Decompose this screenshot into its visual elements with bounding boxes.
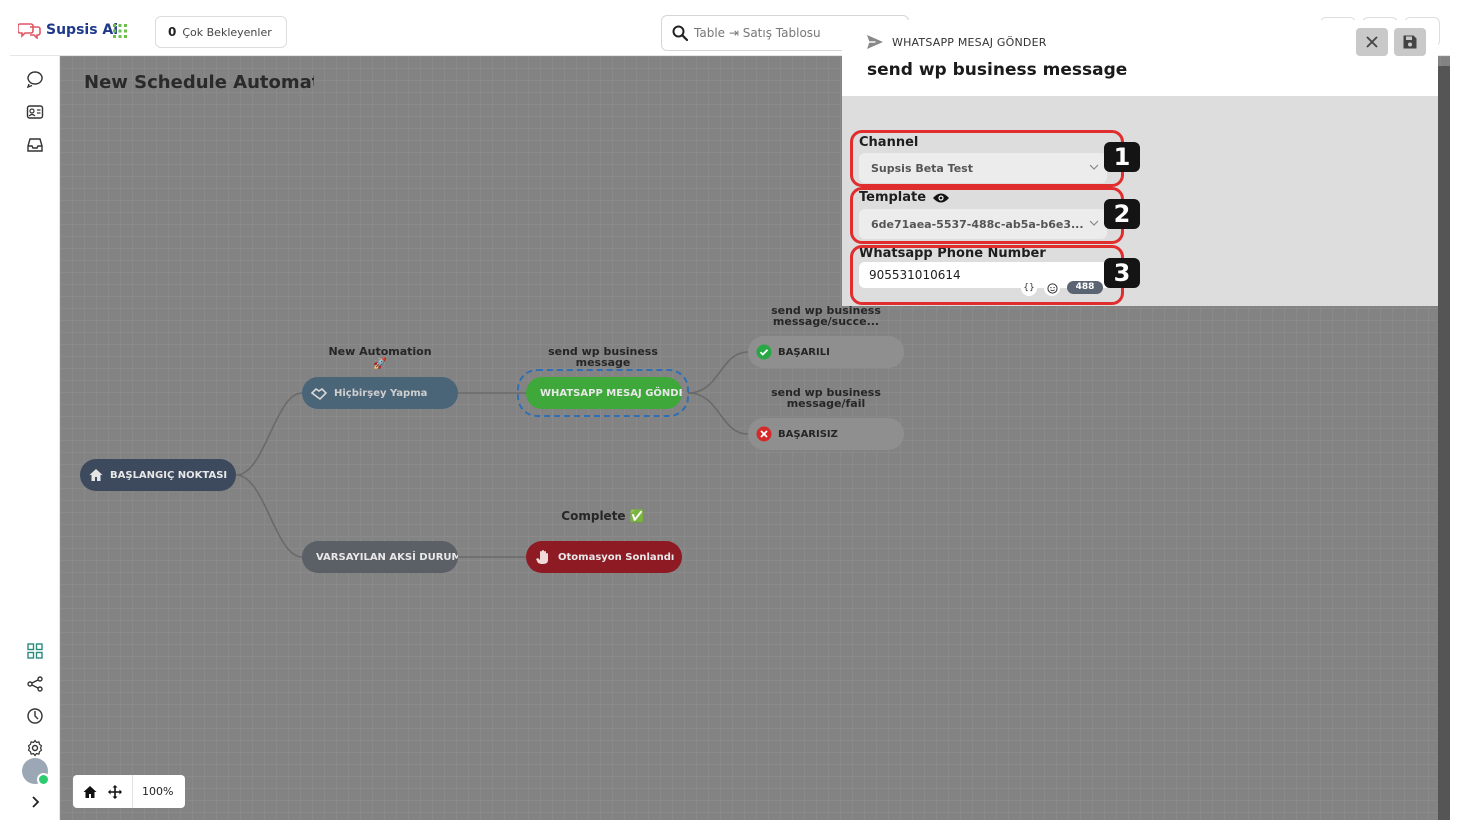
channel-select[interactable]: Supsis Beta Test — [859, 153, 1107, 183]
rocket-icon: 🚀 — [373, 357, 387, 370]
flow-edges — [235, 351, 749, 558]
panel-kicker-text: WHATSAPP MESAJ GÖNDER — [892, 35, 1047, 49]
inbox-icon[interactable] — [24, 134, 46, 156]
template-label: Template — [859, 190, 950, 205]
channel-label-text: Channel — [859, 135, 919, 150]
highlight-box-2 — [850, 187, 1124, 244]
label-send-wp-fail: send wp business message/fail — [771, 386, 881, 410]
eye-icon[interactable] — [932, 192, 950, 204]
pending-label: Çok Bekleyenler — [182, 25, 272, 39]
canvas-header: New Schedule Automation — [74, 70, 314, 94]
user-avatar[interactable] — [22, 758, 50, 786]
app-name: Supsis Ai — [46, 22, 119, 38]
pending-count: 0 — [168, 25, 177, 39]
canvas-controls: 100% — [73, 775, 185, 808]
label-send-wp: send wp business message — [548, 345, 658, 369]
node-settings-panel: WHATSAPP MESAJ GÖNDER send wp business m… — [842, 20, 1438, 306]
phone-label: Whatsapp Phone Number — [859, 246, 1046, 261]
label-new-automation-text: New Automation — [328, 345, 432, 358]
canvas-scrollbar[interactable] — [1438, 66, 1450, 820]
dashboard-grid-icon[interactable] — [24, 640, 46, 662]
node-whatsapp-label: WHATSAPP MESAJ GÖNDER — [540, 387, 682, 399]
chat-bubbles-icon — [18, 23, 41, 39]
page-title: New Schedule Automation — [84, 71, 314, 93]
label-new-automation: New Automation 🚀 — [310, 346, 450, 369]
app-window: Supsis Ai 0 Çok Bekleyenler Table ⇥ Satı… — [10, 10, 1450, 820]
label-send-wp-success: send wp business message/succe... — [771, 304, 881, 328]
close-icon — [1366, 36, 1378, 48]
node-default-label: VARSAYILAN AKSİ DURUM — [316, 551, 458, 563]
waving-hand-icon — [536, 550, 548, 564]
save-button[interactable] — [1394, 28, 1426, 56]
search-placeholder: Table ⇥ Satış Tablosu — [694, 26, 821, 40]
node-success-label: BAŞARILI — [778, 346, 830, 358]
node-end[interactable]: Otomasyon Sonlandı — [526, 541, 682, 573]
node-fail-label: BAŞARISIZ — [778, 428, 838, 440]
zoom-level: 100% — [142, 785, 174, 798]
contact-card-icon[interactable] — [24, 101, 46, 123]
node-fail[interactable]: BAŞARISIZ — [748, 418, 904, 450]
char-count-badge: 488 — [1067, 281, 1103, 294]
chat-icon[interactable] — [24, 68, 46, 90]
emoji-icon[interactable] — [1044, 280, 1060, 296]
controls-divider — [132, 775, 133, 808]
settings-gear-icon[interactable] — [24, 737, 46, 759]
apps-grid-icon[interactable] — [112, 23, 128, 39]
close-button[interactable] — [1356, 28, 1388, 56]
handshake-icon — [310, 387, 328, 401]
share-nodes-icon[interactable] — [24, 673, 46, 695]
selected-node-outline — [517, 369, 689, 417]
phone-label-text: Whatsapp Phone Number — [859, 246, 1046, 261]
step-badge-2: 2 — [1104, 199, 1140, 229]
node-default[interactable]: VARSAYILAN AKSİ DURUM — [302, 541, 458, 573]
home-icon[interactable] — [82, 784, 98, 800]
panel-kicker: WHATSAPP MESAJ GÖNDER — [866, 34, 1047, 50]
pending-button[interactable]: 0 Çok Bekleyenler — [155, 16, 287, 48]
code-braces-icon[interactable]: {} — [1021, 280, 1037, 296]
x-circle-icon — [756, 426, 772, 442]
move-arrows-icon[interactable] — [107, 784, 123, 800]
home-icon — [89, 469, 103, 481]
clock-icon[interactable] — [24, 705, 46, 727]
step-badge-3: 3 — [1104, 258, 1140, 288]
save-icon — [1403, 35, 1417, 49]
check-circle-icon — [756, 344, 772, 360]
search-icon — [672, 25, 688, 41]
channel-value: Supsis Beta Test — [871, 161, 973, 175]
expand-chevron-icon[interactable] — [24, 791, 46, 813]
template-label-text: Template — [859, 190, 927, 205]
logo[interactable]: Supsis Ai — [18, 21, 118, 39]
node-success[interactable]: BAŞARILI — [748, 336, 904, 368]
template-value: 6de71aea-5537-488c-ab5a-b6e3... — [871, 217, 1084, 231]
channel-label: Channel — [859, 135, 918, 150]
left-sidebar — [10, 56, 60, 820]
node-start-label: BAŞLANGIÇ NOKTASI — [110, 469, 228, 481]
template-select[interactable]: 6de71aea-5537-488c-ab5a-b6e3... — [859, 209, 1107, 239]
highlight-box-3 — [850, 245, 1124, 305]
label-complete: Complete ✅ — [561, 509, 645, 523]
panel-title: send wp business message — [867, 60, 1128, 80]
node-end-label: Otomasyon Sonlandı — [558, 551, 675, 563]
node-start[interactable]: BAŞLANGIÇ NOKTASI — [80, 459, 236, 491]
chevron-down-icon — [1089, 220, 1099, 226]
panel-header: WHATSAPP MESAJ GÖNDER send wp business m… — [842, 20, 1438, 96]
send-icon — [867, 35, 883, 49]
highlight-box-1 — [850, 130, 1124, 187]
phone-value: 905531010614 — [869, 268, 961, 282]
chevron-down-icon — [1089, 164, 1099, 170]
step-badge-1: 1 — [1104, 142, 1140, 172]
node-whatsapp-send[interactable]: WHATSAPP MESAJ GÖNDER — [526, 377, 682, 409]
node-noop-label: Hiçbirşey Yapma — [334, 387, 428, 399]
node-noop[interactable]: Hiçbirşey Yapma — [302, 377, 458, 409]
